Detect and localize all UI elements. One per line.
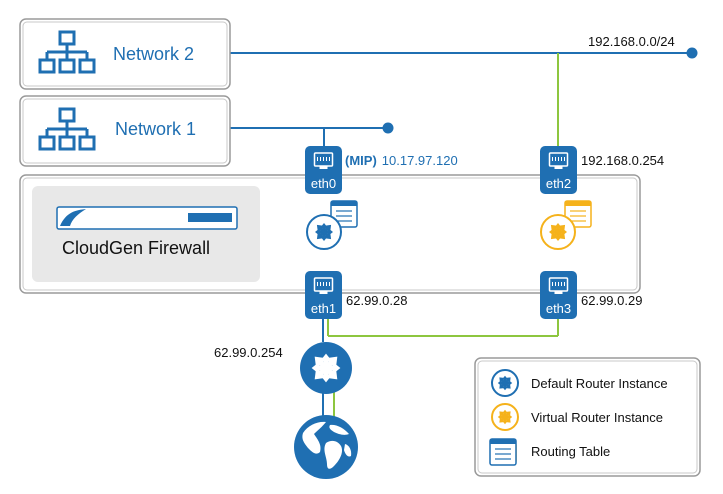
network2-line-end (686, 47, 698, 59)
connection-lines (230, 47, 698, 418)
port-eth0[interactable]: eth0 (305, 146, 342, 194)
legend-routing-table: Routing Table (489, 438, 610, 466)
network1-box[interactable]: Network 1 (19, 95, 231, 167)
network1-label: Network 1 (115, 119, 196, 139)
barracuda-logo (60, 209, 86, 226)
network1-line-end (382, 122, 394, 134)
firewall-label: CloudGen Firewall (62, 238, 210, 258)
legend-default-router: Default Router Instance (491, 369, 668, 397)
mip-prefix: (MIP) (345, 153, 377, 168)
appliance-bar (188, 213, 232, 222)
eth3-ip: 62.99.0.29 (581, 293, 642, 308)
legend-default-router-label: Default Router Instance (531, 376, 668, 391)
legend: Default Router Instance Virtual Router I… (474, 357, 701, 477)
eth0-ip: 10.17.97.120 (382, 153, 458, 168)
appliance-front (56, 206, 238, 230)
legend-virtual-router-label: Virtual Router Instance (531, 410, 663, 425)
eth1-ip: 62.99.0.28 (346, 293, 407, 308)
port-eth2[interactable]: eth2 (540, 146, 577, 194)
upstream-router[interactable] (300, 342, 352, 394)
default-router-instance[interactable] (306, 200, 358, 250)
legend-routing-table-label: Routing Table (531, 444, 610, 459)
network2-label: Network 2 (113, 44, 194, 64)
virtual-router-instance[interactable] (540, 200, 592, 250)
network2-box[interactable]: Network 2 (19, 18, 231, 90)
eth2-ip: 192.168.0.254 (581, 153, 664, 168)
routing-table-icon (489, 438, 517, 466)
firewall-appliance[interactable]: CloudGen Firewall (32, 186, 260, 282)
globe-icon[interactable] (294, 415, 358, 479)
legend-virtual-router: Virtual Router Instance (491, 403, 663, 431)
port-eth1[interactable]: eth1 (305, 271, 342, 319)
network2-subnet: 192.168.0.0/24 (588, 34, 675, 49)
port-eth3[interactable]: eth3 (540, 271, 577, 319)
eth1-label: eth1 (311, 301, 336, 316)
eth3-label: eth3 (546, 301, 571, 316)
eth2-label: eth2 (546, 176, 571, 191)
eth0-label: eth0 (311, 176, 336, 191)
upstream-router-ip: 62.99.0.254 (214, 345, 283, 360)
eth0-address: (MIP) 10.17.97.120 (345, 153, 458, 168)
